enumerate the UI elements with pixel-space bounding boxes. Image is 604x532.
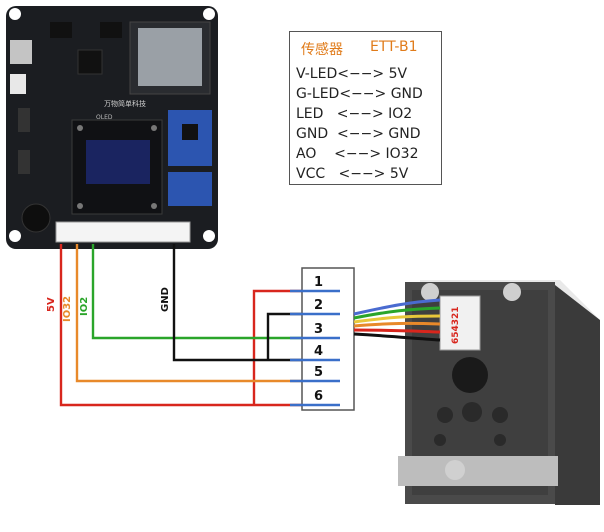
sensor-cable: [353, 298, 441, 342]
pin-label-6: 6: [314, 389, 323, 404]
wire-label-io2: IO2: [79, 297, 90, 316]
board-silk-title: 万物简单科技: [104, 99, 146, 108]
legend-row-g-led: G-LED<−−> GND: [296, 86, 423, 102]
legend-header-sensor: 传感器: [301, 42, 343, 58]
pin-mapping-legend: 传感器 ETT-B1 V-LED<−−> 5V G-LED<−−> GND LE…: [289, 31, 442, 185]
legend-header-board: ETT-B1: [370, 39, 418, 55]
wire-label-gnd: GND: [160, 287, 171, 312]
pin-label-1: 1: [314, 275, 323, 290]
legend-row-vcc: VCC <−−> 5V: [296, 166, 409, 182]
connector-block: 1 2 3 4 5 6: [290, 267, 355, 411]
dust-sensor: 654321: [398, 280, 600, 505]
legend-row-ao: AO <−−> IO32: [296, 146, 419, 162]
controller-board: 万物简单科技 OLED: [6, 6, 218, 249]
wire-label-5v: 5V: [46, 297, 57, 312]
sensor-cable-label: 654321: [451, 306, 461, 344]
legend-row-v-led: V-LED<−−> 5V: [296, 66, 408, 82]
board-silk-oled: OLED: [96, 114, 113, 121]
wire-label-io32: IO32: [62, 296, 73, 322]
wire-5v: [59, 244, 302, 407]
wire-gnd: [172, 244, 302, 362]
wires: [59, 244, 302, 407]
wire-io32: [75, 244, 302, 383]
wire-5v-branch: [252, 289, 302, 405]
pin-label-3: 3: [314, 322, 323, 337]
pin-label-4: 4: [314, 344, 323, 359]
wire-io2: [91, 244, 302, 340]
pin-label-5: 5: [314, 365, 323, 380]
pin-label-2: 2: [314, 298, 323, 313]
legend-row-led: LED <−−> IO2: [296, 106, 413, 122]
legend-row-gnd: GND <−−> GND: [296, 126, 421, 142]
